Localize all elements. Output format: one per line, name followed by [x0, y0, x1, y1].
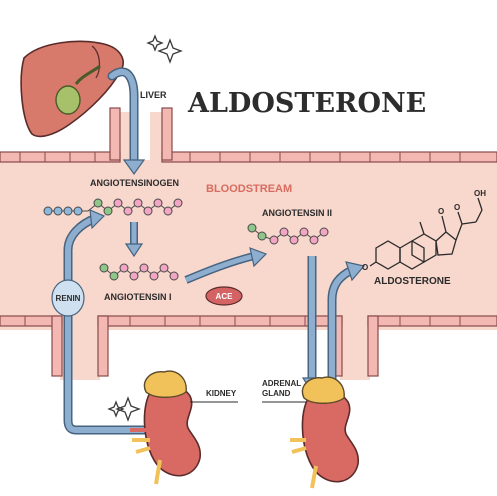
vessel-down-wall-1 — [51, 315, 63, 377]
oxygen-right-label: O — [454, 203, 460, 212]
vessel-wall-top-left — [0, 151, 121, 163]
vessel-wall-top-right — [161, 151, 497, 163]
vessel-lumen — [0, 112, 497, 380]
adrenal-gland-icon — [301, 376, 345, 404]
angiotensin-2-label: ANGIOTENSIN II — [262, 208, 332, 218]
ace-badge: ACE — [205, 286, 243, 306]
kidney-label: KIDNEY — [206, 389, 237, 398]
angiotensinogen-molecule — [43, 198, 183, 216]
oh-label: OH — [474, 189, 486, 198]
adrenal-gland-label-2: GLAND — [262, 389, 291, 398]
adrenal-gland-icon — [143, 370, 187, 398]
oxygen-top-label: O — [438, 207, 444, 216]
aldosterone-label: ALDOSTERONE — [374, 276, 451, 287]
renin-badge: RENIN — [51, 279, 85, 317]
sparkle-icon — [107, 396, 141, 422]
adrenal-gland-label-1: ADRENAL — [262, 379, 301, 388]
vessel-branch-left-wall — [109, 107, 121, 161]
liver-icon — [20, 40, 124, 138]
page-title: ALDOSTERONE — [187, 88, 426, 119]
ace-label: ACE — [216, 292, 234, 301]
angiotensinogen-label: ANGIOTENSINOGEN — [90, 178, 179, 188]
sparkle-icon — [146, 34, 183, 64]
angiotensin-1-label: ANGIOTENSIN I — [104, 292, 172, 302]
vessel-branch-right-wall — [161, 107, 173, 161]
angiotensin-2-molecule — [247, 223, 329, 245]
kidney-icon — [130, 383, 202, 485]
liver-label: LIVER — [140, 90, 167, 100]
oxygen-left-label: O — [362, 263, 368, 272]
vessel-down-wall-2 — [97, 315, 109, 377]
steroid-molecule-icon — [369, 197, 483, 270]
gallbladder — [55, 85, 81, 115]
bloodstream-label: BLOODSTREAM — [206, 183, 292, 195]
angiotensin-1-molecule — [99, 263, 179, 281]
blood-vessel — [0, 107, 497, 380]
vessel-down-wall-4 — [367, 315, 379, 377]
kidney-icon — [290, 389, 360, 489]
renin-label: RENIN — [56, 294, 81, 303]
vessel-wall-bottom-3 — [367, 315, 497, 327]
